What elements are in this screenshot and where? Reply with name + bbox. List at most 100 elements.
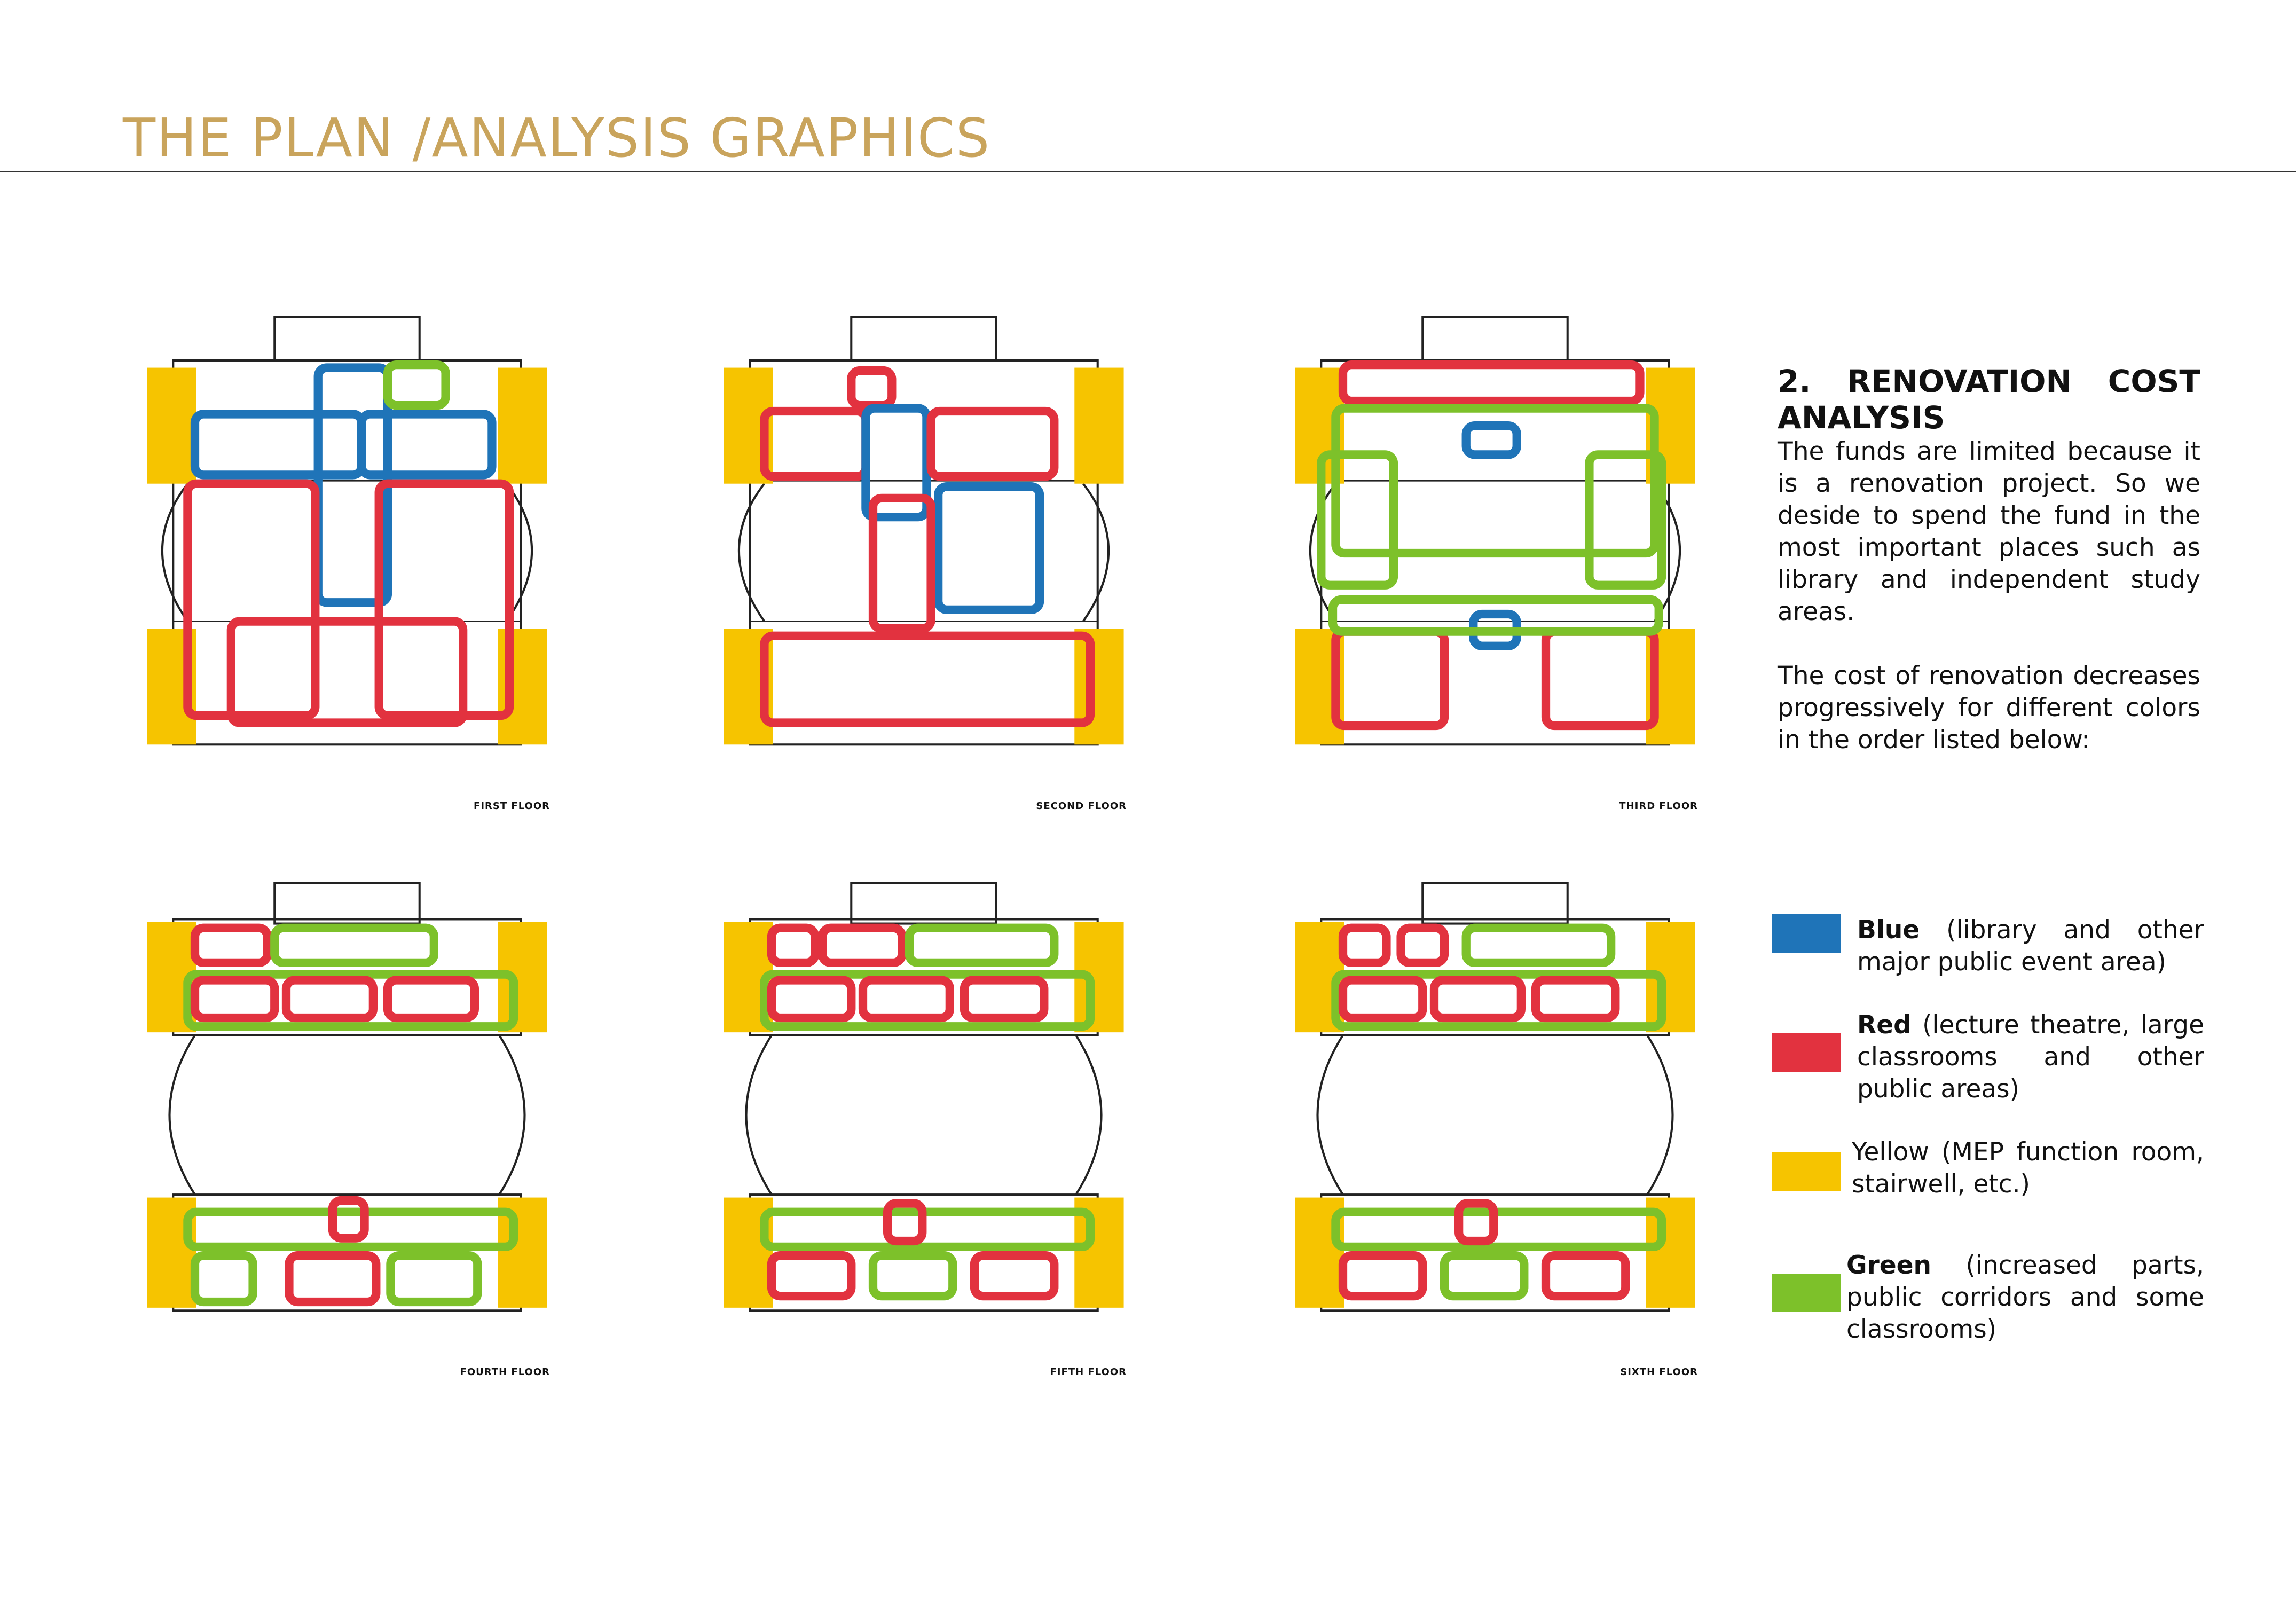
legend-desc: (increased parts, public corridors and s… [1846,1251,2204,1344]
page-title: THE PLAN /ANALYSIS GRAPHICS [123,107,991,169]
renovation-zone-outline [190,1251,257,1307]
plan-sixth-floor: SIXTH FLOOR [1276,876,1714,1383]
renovation-zone-outline [817,923,907,967]
plan-first-floor: FIRST FLOOR [128,310,566,817]
floor-label: FIFTH FLOOR [1050,1367,1127,1378]
renovation-zone-outline [970,1251,1059,1301]
renovation-zone-outline [357,410,497,480]
renovation-zone-outline [760,970,1095,1031]
floor-label: SIXTH FLOOR [1620,1367,1698,1378]
renovation-zone-outline [1331,404,1659,558]
renovation-zone-outline [767,976,856,1023]
floor-plan-drawing [724,882,1124,1312]
renovation-zone-outline [1338,976,1427,1023]
legend-swatch [1772,1274,1841,1312]
legend-item-red: Red (lecture theatre, large classrooms a… [1772,1009,2204,1111]
building-outline [749,359,1099,746]
renovation-zone-outline [383,976,479,1023]
renovation-zone-outline [328,1196,369,1243]
floor-label: THIRD FLOOR [1619,800,1698,812]
renovation-zone-outline [760,1207,1095,1251]
renovation-zone-outline [1317,450,1398,590]
renovation-zone-outline [1338,360,1645,406]
curved-wall [1316,1034,1674,1196]
floor-plan-drawing [724,316,1124,746]
entrance-porch [273,316,421,362]
renovation-zone-outline [767,1251,856,1301]
legend-name: Yellow [1852,1137,1929,1167]
renovation-zone-outline [1331,970,1666,1031]
renovation-zone-outline [285,1251,381,1307]
floor-plan-drawing [147,316,547,746]
stair-core [1074,367,1124,484]
stair-core [147,367,196,484]
legend-swatch [1772,1033,1841,1072]
renovation-zone-outline [1541,1251,1630,1301]
plan-third-floor: THIRD FLOOR [1276,310,1714,817]
renovation-zone-outline [1338,923,1391,967]
renovation-zone-outline [883,1199,927,1246]
renovation-zone-outline [183,970,518,1031]
renovation-zone-outline [1338,1251,1427,1301]
renovation-zone-outline [226,617,468,727]
renovation-zone-outline [1531,976,1620,1023]
floor-plan-drawing [147,882,547,1312]
legend-item-yellow: Yellow (MEP function room, stairwell, et… [1772,1136,2204,1206]
floor-plan-drawing [1295,316,1695,746]
renovation-zone-outline [868,493,935,633]
renovation-zone-outline [868,1251,957,1301]
floor-label: FIRST FLOOR [474,800,550,812]
legend-name: Blue [1857,915,1920,945]
curved-wall [161,483,533,622]
legend-item-green: Green (increased parts, public corridors… [1772,1250,2204,1351]
entrance-porch [850,316,997,362]
legend-swatch [1772,914,1841,953]
legend-item-blue: Blue (library and other major public eve… [1772,914,2204,989]
legend-desc: (MEP function room, stairwell, etc.) [1852,1137,2204,1199]
legend-name: Green [1846,1251,1931,1280]
renovation-zone-outline [1461,923,1616,967]
renovation-zone-outline [386,1251,482,1307]
curved-wall [168,1034,526,1196]
plan-second-floor: SECOND FLOOR [705,310,1143,817]
stair-core [498,367,547,484]
renovation-zone-outline [1585,450,1666,590]
renovation-zone-outline [1541,627,1659,731]
renovation-zone-outline [760,631,1095,727]
renovation-zone-outline [1331,1207,1666,1251]
renovation-zone-outline [183,479,320,720]
renovation-zone-outline [760,406,870,481]
analysis-heading: 2. RENOVATION COST ANALYSIS [1778,363,2200,436]
renovation-zone-outline [281,976,378,1023]
curved-wall [737,483,1110,622]
plan-fifth-floor: FIFTH FLOOR [705,876,1143,1383]
legend-name: Red [1857,1010,1912,1040]
curved-wall [745,1034,1103,1196]
renovation-zone-outline [1440,1251,1529,1301]
floor-plan-drawing [1295,882,1695,1312]
entrance-porch [850,882,997,925]
renovation-zone-outline [767,923,820,967]
renovation-zone-outline [1331,627,1449,731]
entrance-porch [1421,882,1569,925]
renovation-zone-outline [934,482,1044,614]
legend-desc: (library and other major public event ar… [1857,915,2204,977]
floor-label: SECOND FLOOR [1036,800,1127,812]
renovation-zone-outline [190,923,272,967]
legend-desc: (lecture theatre, large classrooms and o… [1857,1010,2204,1104]
renovation-zone-outline [847,366,897,410]
renovation-zone-outline [926,406,1059,481]
renovation-zone-outline [1454,1199,1498,1246]
renovation-zone-outline [1328,595,1663,636]
stair-core [1074,629,1124,745]
entrance-porch [273,882,421,925]
renovation-zone-outline [1461,421,1521,459]
plan-fourth-floor: FOURTH FLOOR [128,876,566,1383]
renovation-zone-outline [383,360,450,410]
renovation-zone-outline [905,923,1059,967]
building-outline [172,359,522,746]
renovation-zone-outline [270,923,438,967]
title-divider [0,171,2296,172]
legend-swatch [1772,1152,1841,1191]
renovation-zone-outline [1429,976,1526,1023]
